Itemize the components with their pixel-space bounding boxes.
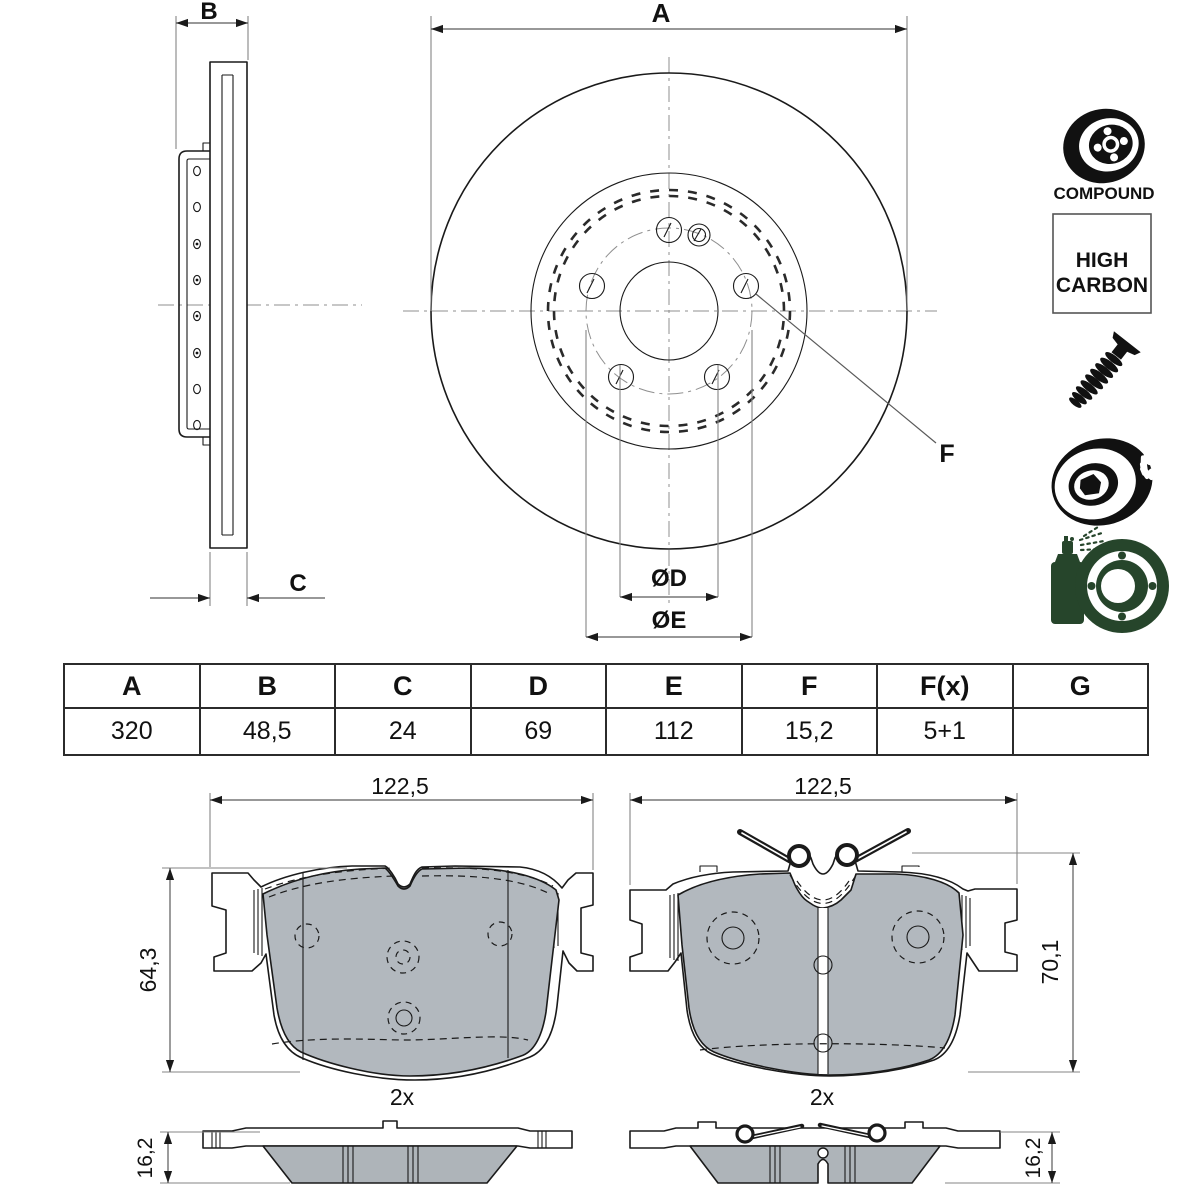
- compound-label: COMPOUND: [1053, 184, 1154, 203]
- spec-header-fx: F(x): [876, 663, 1014, 709]
- spec-table: A B C D E F F(x) G 320 48,5 24 69 112 15…: [63, 663, 1149, 756]
- spec-header-d: D: [469, 663, 607, 709]
- spec-header-e: E: [605, 663, 743, 709]
- hat-serrated-edge: [546, 188, 792, 434]
- icon-column: COMPOUND HIGH CARBON: [1051, 108, 1169, 633]
- spec-value-f: 15,2: [740, 707, 878, 756]
- spec-header-c: C: [334, 663, 472, 709]
- spec-value-fx: 5+1: [876, 707, 1014, 756]
- locating-pin-hole: [687, 223, 711, 247]
- dim-label-e: ØE: [652, 607, 687, 634]
- pad-right-thickness-label: 16,2: [1022, 1138, 1045, 1179]
- pad-right-edge-view: 16,2: [629, 1121, 1060, 1184]
- dim-label-d: ØD: [651, 565, 687, 592]
- pad-left-qty-label: 2x: [390, 1084, 415, 1110]
- spec-value-g: [1011, 707, 1149, 756]
- dim-label-c: C: [289, 570, 306, 597]
- pad-right-front-view: 122,5 70,1 2x: [629, 773, 1080, 1110]
- high-carbon-line1: HIGH: [1076, 249, 1129, 272]
- pad-right-height-label: 70,1: [1037, 940, 1063, 985]
- pad-left-front-view: 122,5 64,3 2x: [135, 773, 594, 1110]
- disc-side-view: B C: [150, 0, 362, 606]
- spec-header-b: B: [198, 663, 336, 709]
- friction-inner-circle: [530, 172, 808, 450]
- dim-label-a: A: [652, 0, 671, 28]
- spec-value-e: 112: [605, 707, 743, 756]
- spec-header-a: A: [63, 663, 201, 709]
- spec-value-c: 24: [334, 707, 472, 756]
- spray-coated-disc-icon: [1051, 525, 1169, 633]
- vented-disc-icon: [1051, 438, 1158, 526]
- dim-label-b: B: [200, 0, 217, 25]
- pad-left-width-label: 122,5: [371, 773, 429, 799]
- f-leader-line: [755, 293, 937, 444]
- disc-front-view: A F ØD ØE: [403, 0, 955, 642]
- high-carbon-badge: HIGH CARBON: [1052, 213, 1152, 314]
- spec-table-header-row: A B C D E F F(x) G: [63, 663, 1149, 709]
- pad-left-thickness-label: 16,2: [134, 1138, 157, 1179]
- countersunk-screw-icon: [1069, 331, 1141, 408]
- pad-edge-clips: [735, 1122, 887, 1144]
- spec-header-f: F: [740, 663, 878, 709]
- spec-value-d: 69: [469, 707, 607, 756]
- pad-right-width-label: 122,5: [794, 773, 852, 799]
- center-bore: [619, 261, 719, 361]
- bolt-holes: [578, 216, 760, 391]
- pad-right-qty-label: 2x: [810, 1084, 835, 1110]
- ref-label-f: F: [939, 440, 954, 468]
- pad-spring-clips: [737, 828, 911, 868]
- spec-value-a: 320: [63, 707, 201, 756]
- spec-header-g: G: [1011, 663, 1149, 709]
- spec-table-value-row: 320 48,5 24 69 112 15,2 5+1: [63, 707, 1149, 756]
- pad-left-height-label: 64,3: [135, 948, 161, 993]
- hat-vent-holes: [193, 165, 201, 431]
- spec-value-b: 48,5: [198, 707, 336, 756]
- compound-disc-icon: [1063, 108, 1145, 184]
- high-carbon-line2: CARBON: [1056, 274, 1148, 297]
- pad-left-edge-view: 16,2: [134, 1120, 573, 1184]
